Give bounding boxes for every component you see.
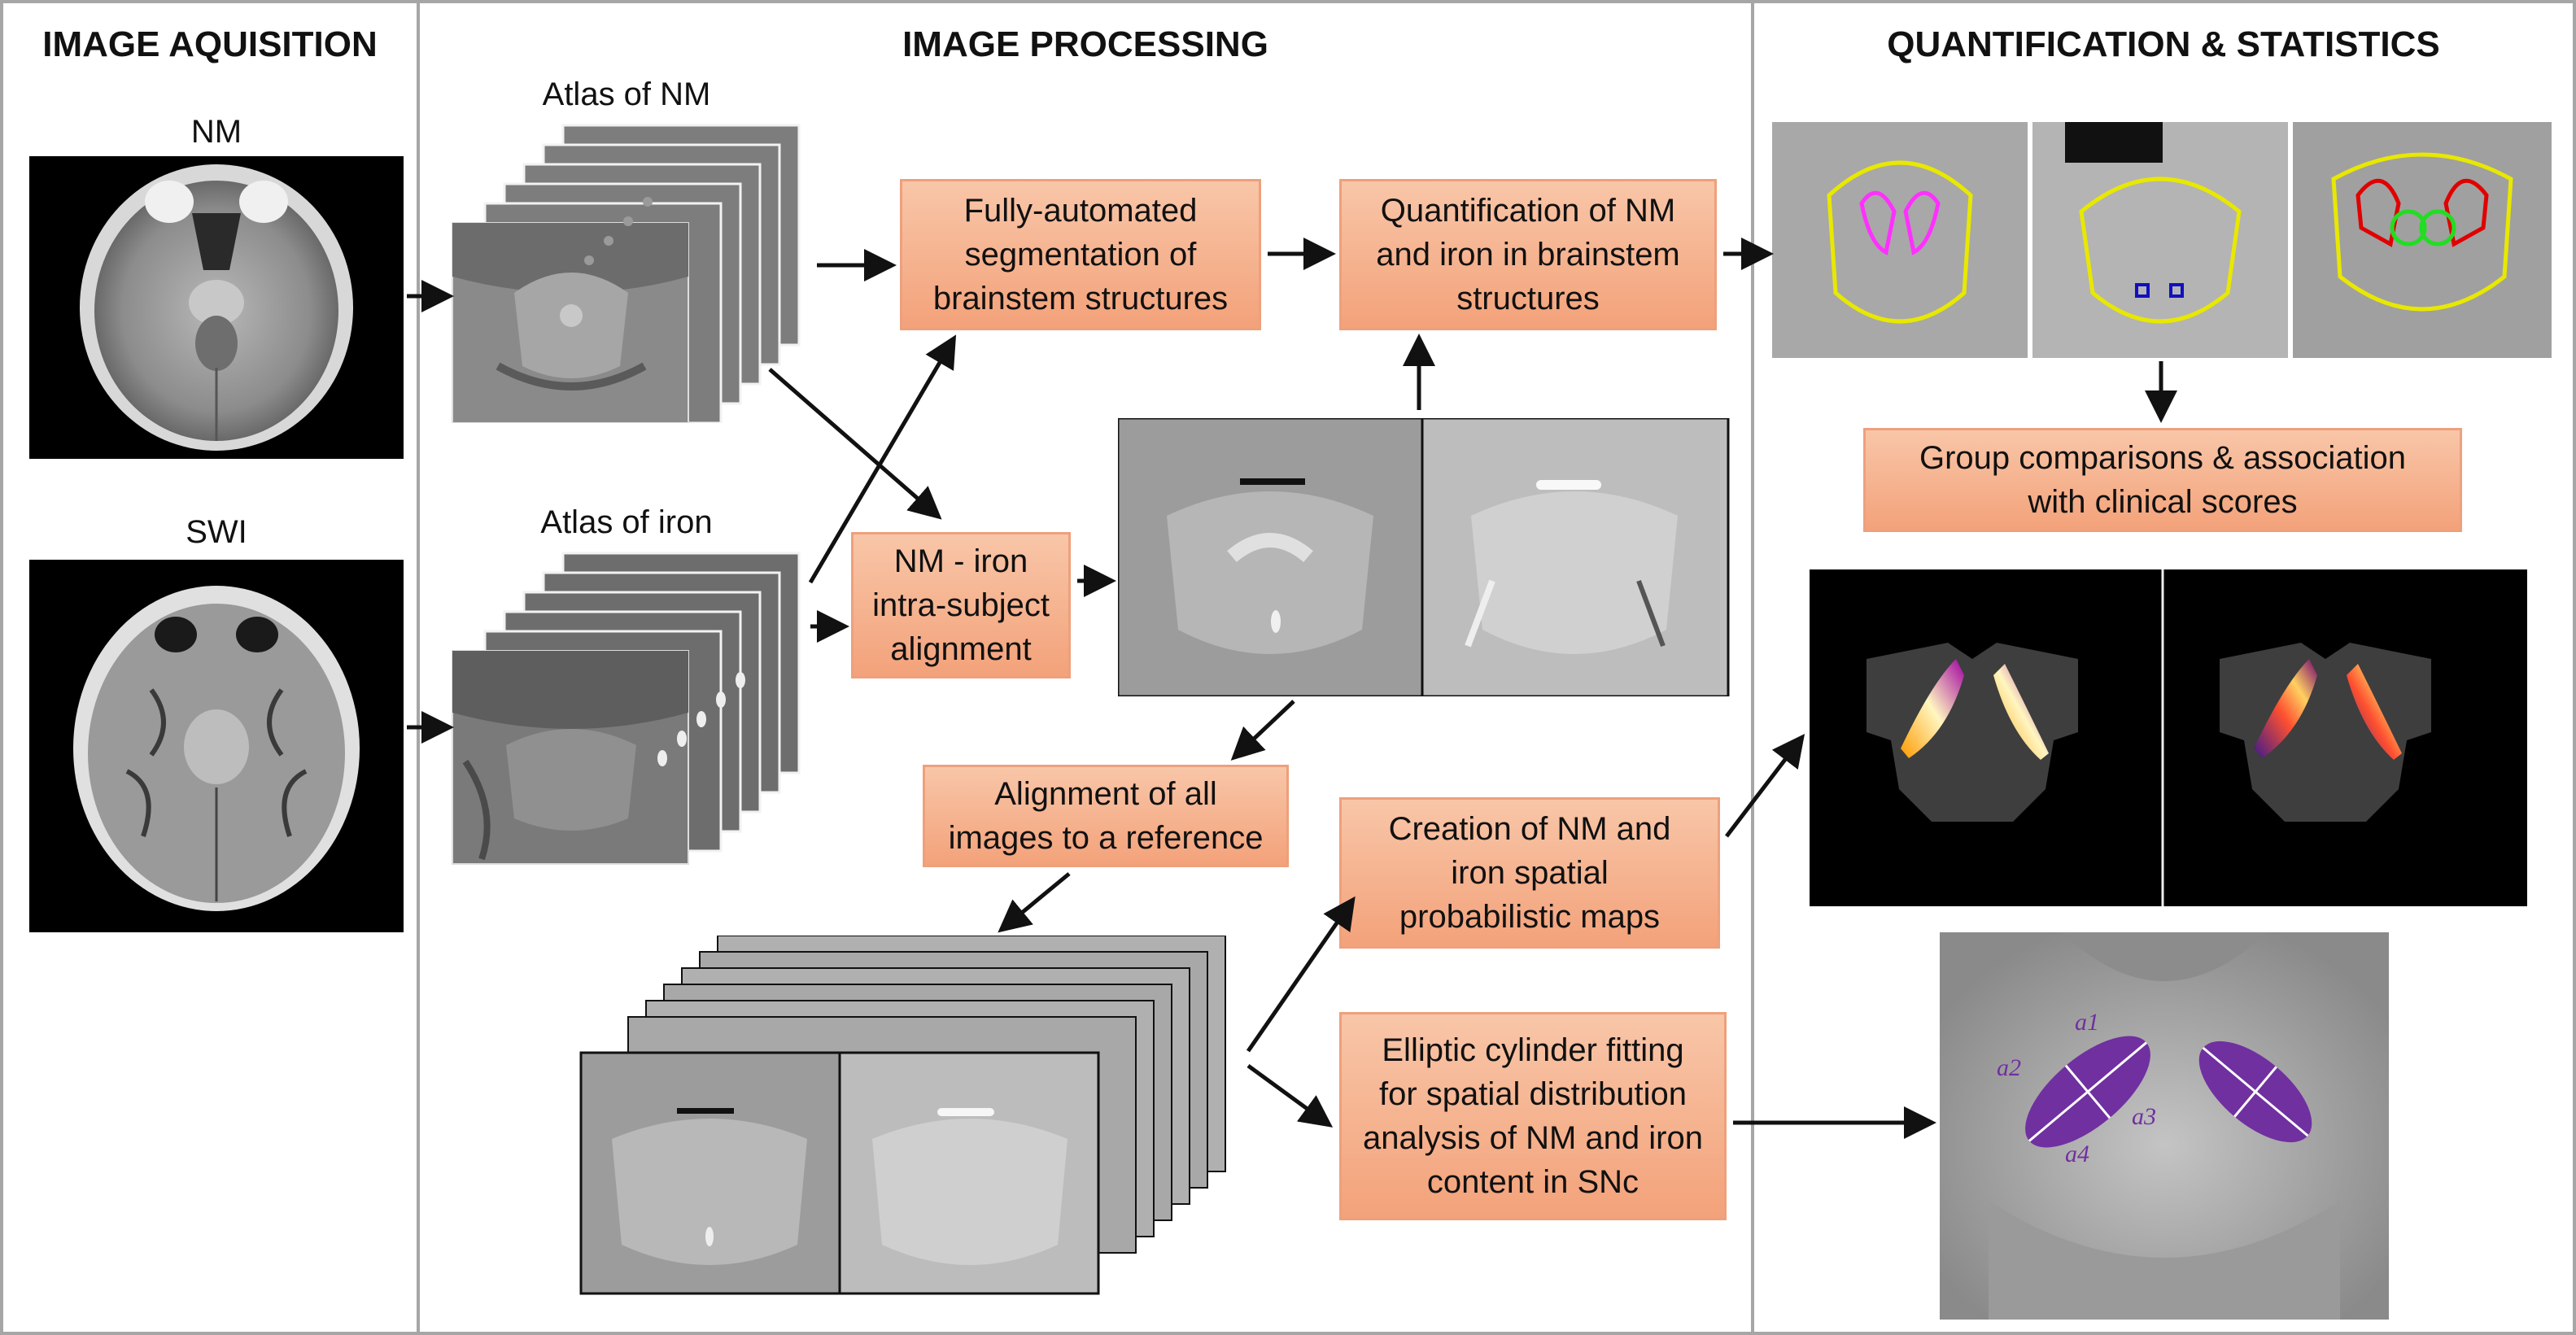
nm-axial-scan (29, 156, 404, 459)
arrow-alignment-all-to-stack (998, 872, 1071, 933)
arrow-atlas-iron-to-segmentation (808, 334, 957, 584)
segmentation-contour-views (1772, 122, 2552, 358)
probabilistic-maps (1810, 569, 2527, 906)
axis-label-a1: a1 (2075, 1009, 2099, 1036)
aligned-nm-iron-pair (1118, 418, 1730, 696)
nm-label: NM (190, 114, 242, 150)
elliptic-cylinder-illustration: a1 a2 a3 a4 (1940, 932, 2389, 1320)
atlas-nm-label: Atlas of NM (542, 76, 711, 112)
step-quantification-nm-iron: Quantification of NM and iron in brainst… (1339, 179, 1717, 330)
aligned-subjects-stack (579, 936, 1226, 1295)
arrow-atlas-nm-to-alignment (768, 368, 942, 520)
title-image-processing: IMAGE PROCESSING (902, 24, 1268, 64)
title-image-acquisition: IMAGE AQUISITION (42, 24, 378, 64)
swi-label: SWI (186, 514, 247, 550)
arrow-stack-to-cylinder (1247, 1063, 1334, 1128)
title-quantification-statistics: QUANTIFICATION & STATISTICS (1887, 24, 2440, 64)
atlas-nm-stack (452, 124, 801, 423)
step-nm-iron-intra-subject-alignment: NM - iron intra-subject alignment (851, 532, 1071, 678)
axis-label-a3: a3 (2132, 1103, 2156, 1130)
atlas-iron-label: Atlas of iron (540, 504, 713, 540)
step-group-comparisons: Group comparisons & association with cli… (1863, 428, 2462, 532)
swi-axial-scan (29, 560, 404, 932)
arrow-probabilistic-to-maps (1725, 734, 1805, 838)
axis-label-a4: a4 (2065, 1141, 2089, 1167)
axis-label-a2: a2 (1997, 1054, 2021, 1081)
step-fully-automated-segmentation: Fully-automated segmentation of brainste… (900, 179, 1261, 330)
step-alignment-to-reference: Alignment of all images to a reference (923, 765, 1289, 867)
step-elliptic-cylinder-fitting: Elliptic cylinder fitting for spatial di… (1339, 1012, 1727, 1220)
step-probabilistic-maps: Creation of NM and iron spatial probabil… (1339, 797, 1720, 949)
arrow-pair-to-alignment-all (1230, 700, 1295, 761)
atlas-iron-stack (452, 552, 801, 865)
arrow-stack-to-probabilistic (1246, 896, 1356, 1053)
